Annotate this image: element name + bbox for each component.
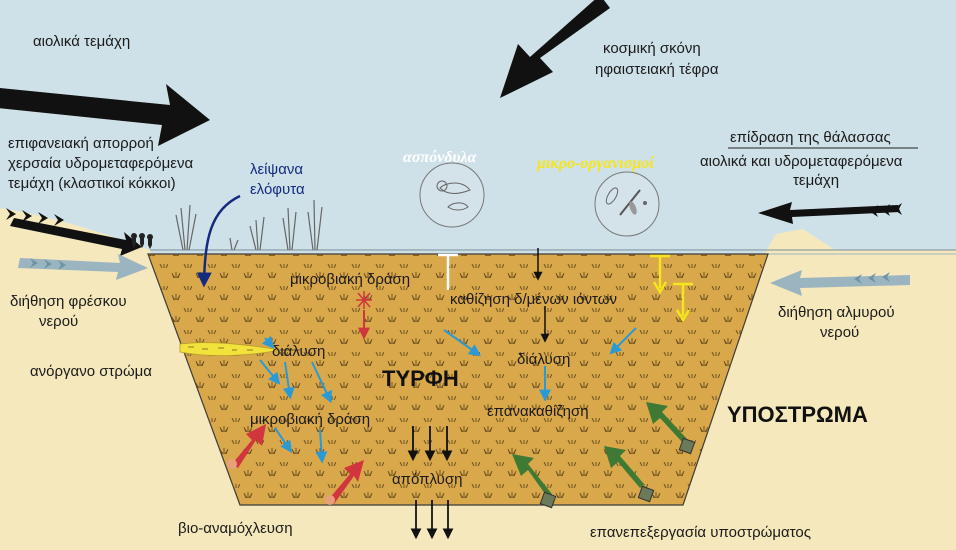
- cosmic-dust-label: κοσμική σκόνη: [603, 40, 701, 57]
- sky: [0, 0, 956, 265]
- fresh-water-label-1: διήθηση φρέσκου: [10, 293, 127, 310]
- invertebrates-label: ασπόνδυλα: [403, 149, 477, 166]
- inorganic-layer: [179, 342, 281, 356]
- root-icon: [131, 233, 153, 249]
- salt-water-arrow: [770, 270, 910, 296]
- aeolian-label: αιολικά τεμάχη: [33, 33, 131, 50]
- shell-icon: [419, 162, 485, 228]
- peat-title: ΤΥΡΦΗ: [382, 366, 459, 391]
- microorganism-icon: [594, 171, 660, 237]
- microorganism-input: [650, 254, 693, 323]
- microbial-activity-bottom: μικροβιακή δράση: [250, 411, 371, 428]
- remains-label-1: λείψανα: [250, 161, 304, 178]
- remains-label-2: ελόφυτα: [250, 181, 305, 198]
- runoff-label-2: χερσαία υδρομεταφερόμενα: [8, 155, 194, 172]
- microorganisms-label: μικρο-οργανισμοί: [537, 155, 654, 172]
- sand-left: [0, 208, 240, 505]
- sea-particles-label: τεμάχη: [793, 172, 840, 189]
- burrow-icon: [539, 437, 696, 509]
- substrate-reworking-label: επανεπεξεργασία υποστρώματος: [590, 524, 811, 541]
- salt-water-label-2: νερού: [820, 324, 860, 341]
- volcanic-ash-label: ηφαιστειακή τέφρα: [595, 61, 719, 78]
- fresh-water-arrow: [18, 254, 148, 280]
- bioturbation-label: βιο-αναμόχλευση: [178, 520, 293, 537]
- substrate-title: ΥΠΟΣΤΡΩΜΑ: [727, 402, 868, 427]
- substrate-reworking-arrows: [512, 402, 687, 498]
- settling-label: καθίζηση δ/μένων ιόντων: [450, 291, 617, 308]
- sea-influence-label: επίδραση της θάλασσας: [730, 129, 891, 146]
- resettling-label: επανακαθίζηση: [487, 403, 589, 420]
- dissolution-mid-label: διάλυση: [517, 351, 571, 368]
- sea-arrow: [758, 202, 900, 224]
- sand-bottom: [0, 505, 956, 550]
- runoff-label-1: επιφανειακή απορροή: [8, 135, 154, 152]
- runoff-label-3: τεμάχη (κλαστικοί κόκκοι): [8, 175, 176, 192]
- microbial-activity-top: μικροβιακή δράση: [290, 271, 411, 288]
- cosmic-dust-arrow: [500, 0, 610, 98]
- leaching-label: απόπλυση: [392, 471, 463, 488]
- microbial-burst: [356, 291, 372, 309]
- bioturbation-arrows: [232, 424, 364, 504]
- salt-water-label-1: διήθηση αλμυρού: [778, 304, 895, 321]
- fresh-water-label-2: νερού: [39, 313, 79, 330]
- sand-right: [0, 229, 956, 550]
- inorganic-layer-label: ανόργανο στρώμα: [30, 363, 152, 380]
- reed-plant-icon: [175, 199, 323, 251]
- invertebrate-input: [438, 253, 458, 290]
- runoff-arrow: [10, 218, 142, 256]
- aeolian-arrow: [0, 84, 210, 146]
- sea-transport-label: αιολικά και υδρομεταφερόμενα: [700, 153, 903, 170]
- remains-arrow: [196, 194, 241, 288]
- dissolution-left-label: διάλυση: [272, 343, 326, 360]
